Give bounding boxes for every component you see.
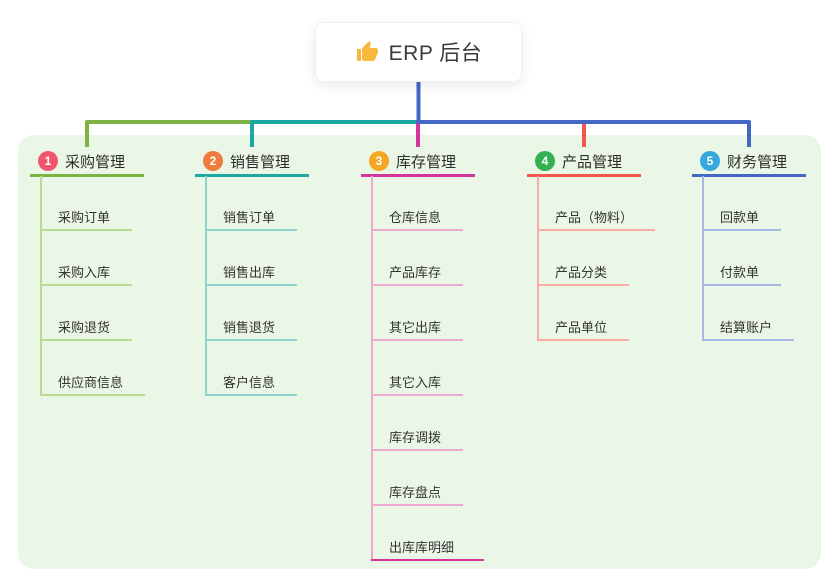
thumbs-up-icon [356,41,378,61]
child-node[interactable]: 采购入库 [40,258,133,286]
branch-spine [702,176,704,341]
branch-spine [40,176,42,396]
child-node[interactable]: 销售出库 [205,258,298,286]
root-label: ERP 后台 [388,42,483,65]
branch-badge: 5 [700,151,720,171]
root-node[interactable]: ERP 后台 [315,22,522,82]
child-node[interactable]: 其它入库 [371,368,464,396]
child-node[interactable]: 产品分类 [537,258,630,286]
branch-label: 库存管理 [396,153,457,171]
child-node[interactable]: 结算账户 [702,313,795,341]
branch-badge: 2 [203,151,223,171]
child-node[interactable]: 回款单 [702,203,782,231]
child-node[interactable]: 采购订单 [40,203,133,231]
branch-label: 销售管理 [230,153,291,171]
mindmap-panel [18,135,821,569]
branch-node-1[interactable]: 1 采购管理 [30,148,144,177]
child-node[interactable]: 付款单 [702,258,782,286]
child-node[interactable]: 销售订单 [205,203,298,231]
child-node[interactable]: 产品（物料） [537,203,656,231]
child-node[interactable]: 出库库明细 [371,533,485,561]
branch-node-3[interactable]: 3 库存管理 [361,148,475,177]
branch-node-2[interactable]: 2 销售管理 [195,148,309,177]
child-node[interactable]: 销售退货 [205,313,298,341]
branch-label: 采购管理 [65,153,126,171]
branch-badge: 4 [535,151,555,171]
branch-spine [537,176,539,341]
branch-spine [371,176,373,561]
child-node[interactable]: 产品单位 [537,313,630,341]
branch-spine [205,176,207,396]
branch-node-5[interactable]: 5 财务管理 [692,148,806,177]
branch-label: 财务管理 [727,153,788,171]
branch-node-4[interactable]: 4 产品管理 [527,148,641,177]
branch-badge: 3 [369,151,389,171]
child-node[interactable]: 库存调拨 [371,423,464,451]
child-node[interactable]: 库存盘点 [371,478,464,506]
child-node[interactable]: 仓库信息 [371,203,464,231]
branch-badge: 1 [38,151,58,171]
child-node[interactable]: 产品库存 [371,258,464,286]
child-node[interactable]: 采购退货 [40,313,133,341]
branch-label: 产品管理 [562,153,623,171]
child-node[interactable]: 客户信息 [205,368,298,396]
child-node[interactable]: 供应商信息 [40,368,146,396]
child-node[interactable]: 其它出库 [371,313,464,341]
